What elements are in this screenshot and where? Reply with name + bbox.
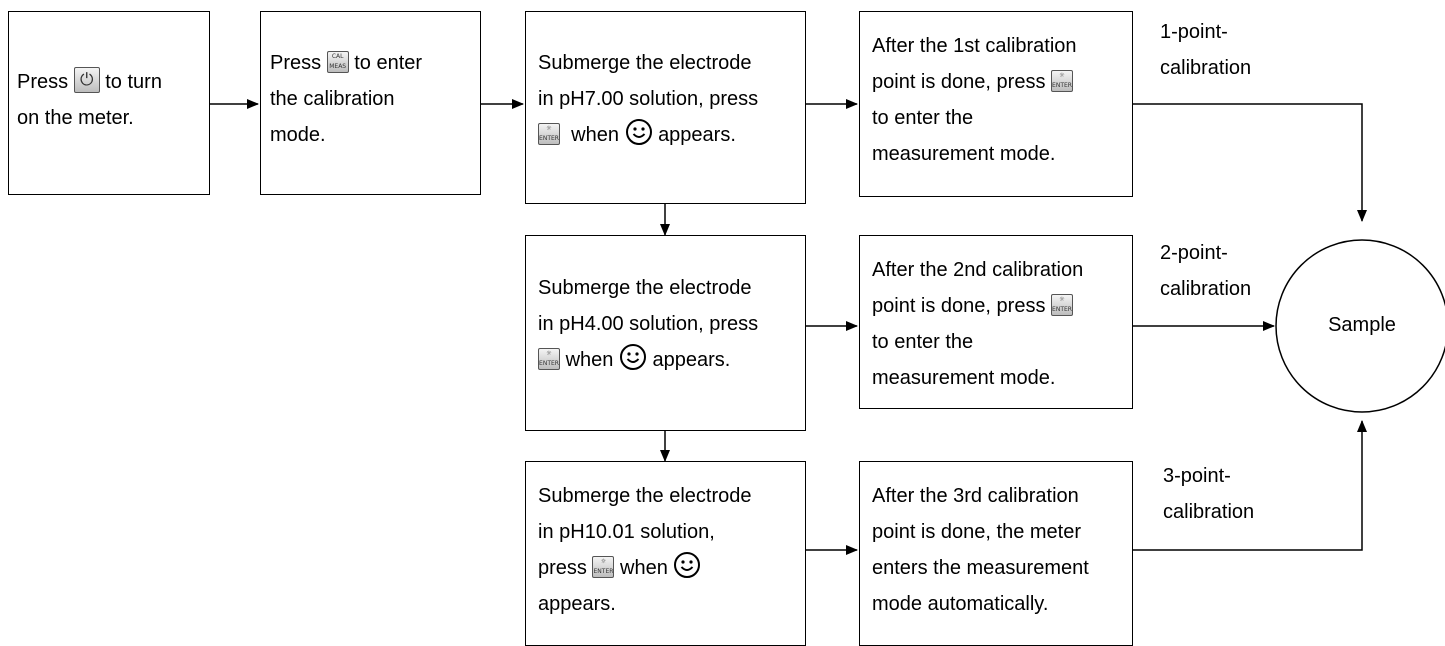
branch-label-2-point: 2-point- calibration [1160, 242, 1252, 300]
step-ph10-box: Submerge the electrode in pH10.01 soluti… [525, 461, 806, 646]
arrow-1point-to-sample [1133, 103, 1367, 222]
step-cal-mode-box: Press CAL MEAS to enter the calibration … [260, 11, 481, 195]
power-icon: ⏻ [73, 67, 100, 93]
step-done1-line3: to enter the [872, 107, 974, 129]
step-ph4-appears: appears. [652, 349, 731, 371]
step-done3-line1: After the 3rd calibration [872, 485, 1079, 507]
step-done1-line4: measurement mode. [872, 143, 1056, 165]
enter-key-icon: ☼ ENTER [1051, 294, 1073, 316]
step-done1-line1: After the 1st calibration [872, 35, 1077, 57]
arrow-3point-to-sample [1133, 420, 1367, 551]
step-done1-box: After the 1st calibration point is done,… [859, 11, 1133, 197]
step-done2-line1: After the 2nd calibration [872, 259, 1084, 281]
step-ph7-box: Submerge the electrode in pH7.00 solutio… [525, 11, 806, 204]
step-done3-line3: enters the measurement [872, 557, 1089, 579]
step-ph7-line1: Submerge the electrode [538, 52, 752, 74]
branch-label-3-point: 3-point- calibration [1163, 465, 1255, 523]
step-ph10-line4: appears. [538, 593, 616, 615]
cal-meas-key-icon: CAL MEAS [326, 51, 349, 73]
step-ph7-appears: appears. [658, 124, 736, 146]
step-ph7-line2: in pH7.00 solution, press [538, 88, 759, 110]
enter-key-icon: ☼ ENTER [538, 348, 560, 370]
step-ph10-press: press [538, 557, 587, 579]
step-done2-line3: to enter the [872, 331, 974, 353]
step-ph10-line1: Submerge the electrode [538, 485, 752, 507]
step-power-on-box: Press ⏻ to turn on the meter. [8, 11, 210, 195]
step-done3-box: After the 3rd calibration point is done,… [859, 461, 1133, 646]
step-done2-line2: point is done, press [872, 295, 1046, 317]
step-power-on-text-after: to turn [105, 71, 162, 93]
step-done1-line2: point is done, press [872, 71, 1046, 93]
step-ph4-line1: Submerge the electrode [538, 277, 752, 299]
step-cal-mode-text-before: Press [270, 52, 322, 74]
step-power-on-text-before: Press [17, 71, 69, 93]
step-ph7-when: when [571, 124, 619, 146]
enter-key-icon: ☼ ENTER [1051, 70, 1073, 92]
step-done3-line2: point is done, the meter [872, 521, 1082, 543]
smiley-face-icon [674, 552, 701, 578]
step-done2-box: After the 2nd calibration point is done,… [859, 235, 1133, 409]
step-ph4-line2: in pH4.00 solution, press [538, 313, 759, 335]
step-cal-mode-line3: mode. [270, 124, 326, 146]
step-ph10-when: when [620, 557, 668, 579]
step-cal-mode-text-after: to enter [354, 52, 423, 74]
step-ph4-box: Submerge the electrode in pH4.00 solutio… [525, 235, 806, 431]
branch-label-1-point: 1-point- calibration [1160, 21, 1252, 79]
smiley-face-icon [625, 119, 652, 145]
step-ph10-line2: in pH10.01 solution, [538, 521, 715, 543]
step-done2-line4: measurement mode. [872, 367, 1056, 389]
step-done3-line4: mode automatically. [872, 593, 1049, 615]
step-cal-mode-line2: the calibration [270, 88, 395, 110]
enter-key-icon: ☼ ENTER [592, 556, 615, 578]
sample-circle [1275, 239, 1445, 413]
step-ph4-when: when [565, 349, 614, 371]
enter-key-icon: ☼ ENTER [538, 123, 560, 145]
step-power-on-line2: on the meter. [17, 107, 134, 129]
sample-label: Sample [1328, 314, 1396, 336]
smiley-face-icon [619, 344, 646, 370]
